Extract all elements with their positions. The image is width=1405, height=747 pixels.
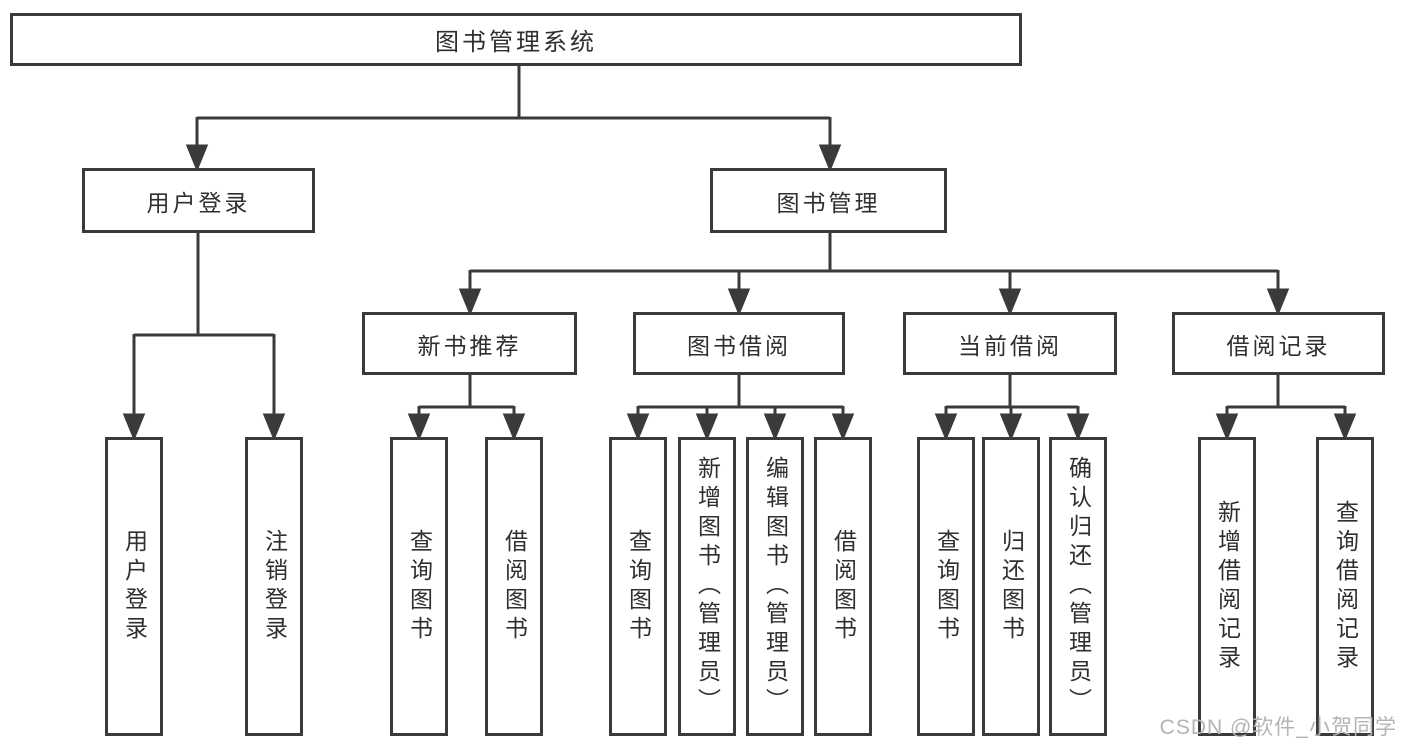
leaf-current-query-books-label: 查询图书 bbox=[933, 528, 960, 645]
leaf-borrowing-edit-books-admin: 编辑图书（管理员） bbox=[746, 437, 804, 736]
node-book-borrowing: 图书借阅 bbox=[633, 312, 845, 375]
edges-current-borrow bbox=[934, 375, 1090, 441]
node-user-login-label: 用户登录 bbox=[146, 189, 251, 216]
node-new-book-recommendation: 新书推荐 bbox=[362, 312, 577, 375]
edges-user-login bbox=[122, 233, 286, 441]
node-current-borrowing-label: 当前借阅 bbox=[958, 332, 1062, 359]
leaf-borrowing-add-books-admin: 新增图书（管理员） bbox=[678, 437, 736, 736]
leaf-borrowing-query-books: 查询图书 bbox=[609, 437, 667, 736]
node-root-label: 图书管理系统 bbox=[435, 29, 597, 56]
leaf-user-login-label: 用户登录 bbox=[121, 528, 148, 645]
node-borrow-records: 借阅记录 bbox=[1172, 312, 1385, 375]
edges-new-book bbox=[407, 375, 526, 441]
leaf-user-login: 用户登录 bbox=[105, 437, 163, 736]
leaf-records-query-borrow-record-label: 查询借阅记录 bbox=[1332, 499, 1359, 674]
edges-book-borrow bbox=[626, 375, 855, 441]
leaf-logout-label: 注销登录 bbox=[261, 528, 288, 645]
edges-borrow-records bbox=[1215, 375, 1357, 441]
node-user-login: 用户登录 bbox=[82, 168, 315, 233]
leaf-current-return-books: 归还图书 bbox=[982, 437, 1040, 736]
node-book-management: 图书管理 bbox=[710, 168, 947, 233]
leaf-borrowing-query-books-label: 查询图书 bbox=[625, 528, 652, 645]
leaf-records-add-borrow-record-label: 新增借阅记录 bbox=[1214, 499, 1241, 674]
node-current-borrowing: 当前借阅 bbox=[903, 312, 1117, 375]
leaf-current-confirm-return-admin-label: 确认归还（管理员） bbox=[1065, 456, 1092, 717]
leaf-newbook-borrow-books: 借阅图书 bbox=[485, 437, 543, 736]
node-book-borrowing-label: 图书借阅 bbox=[687, 332, 791, 359]
edges-root bbox=[185, 66, 842, 172]
leaf-records-add-borrow-record: 新增借阅记录 bbox=[1198, 437, 1256, 736]
leaf-borrowing-edit-books-admin-label: 编辑图书（管理员） bbox=[762, 456, 789, 717]
node-new-book-recommendation-label: 新书推荐 bbox=[417, 332, 522, 359]
leaf-current-return-books-label: 归还图书 bbox=[998, 528, 1025, 645]
leaf-logout: 注销登录 bbox=[245, 437, 303, 736]
leaf-records-query-borrow-record: 查询借阅记录 bbox=[1316, 437, 1374, 736]
node-book-management-label: 图书管理 bbox=[776, 189, 881, 216]
csdn-watermark: CSDN @软件_小贺同学 bbox=[1159, 716, 1397, 739]
leaf-newbook-borrow-books-label: 借阅图书 bbox=[501, 528, 528, 645]
node-borrow-records-label: 借阅记录 bbox=[1226, 332, 1331, 359]
leaf-borrowing-add-books-admin-label: 新增图书（管理员） bbox=[694, 456, 721, 717]
leaf-newbook-query-books-label: 查询图书 bbox=[406, 528, 433, 645]
edges-book-management bbox=[458, 233, 1290, 316]
leaf-borrowing-borrow-books-label: 借阅图书 bbox=[830, 528, 857, 645]
leaf-current-confirm-return-admin: 确认归还（管理员） bbox=[1049, 437, 1107, 736]
leaf-newbook-query-books: 查询图书 bbox=[390, 437, 448, 736]
node-root: 图书管理系统 bbox=[10, 13, 1022, 66]
leaf-borrowing-borrow-books: 借阅图书 bbox=[814, 437, 872, 736]
leaf-current-query-books: 查询图书 bbox=[917, 437, 975, 736]
